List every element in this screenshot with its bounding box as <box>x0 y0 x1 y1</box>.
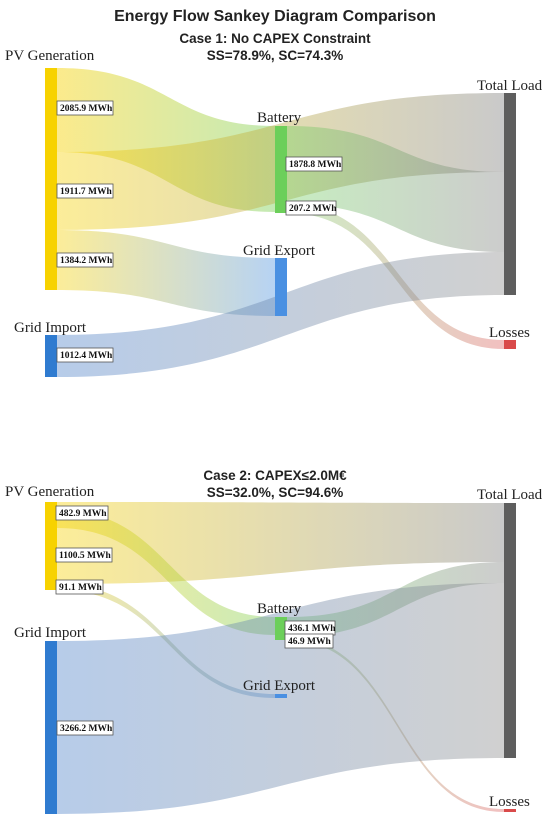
case2-value-grid-to-load: 3266.2 MWh <box>60 724 113 734</box>
case1-value-box <box>285 156 343 172</box>
case1-label-total-load: Total Load <box>477 78 543 94</box>
case2-node-pv <box>45 502 57 590</box>
case2-label-battery: Battery <box>257 601 302 617</box>
case1-value-pv-to-battery: 2085.9 MWh <box>60 104 113 114</box>
case2-subtitle: SS=32.0%, SC=94.6% <box>207 485 344 500</box>
case2-sankey: Case 2: CAPEX≤2.0M€ SS=32.0%, SC=94.6% P… <box>5 468 543 814</box>
case2-value-pv-to-load: 1100.5 MWh <box>59 551 111 561</box>
case1-sankey: Case 1: No CAPEX Constraint SS=78.9%, SC… <box>5 31 543 377</box>
case2-node-grid-import <box>45 641 57 814</box>
case1-value-battery-to-losses: 207.2 MWh <box>289 204 337 214</box>
case1-node-total-load <box>504 93 516 295</box>
case1-label-losses: Losses <box>489 325 530 341</box>
case2-node-losses <box>504 809 516 812</box>
case2-value-box <box>56 720 114 736</box>
case1-value-grid-to-load: 1012.4 MWh <box>60 351 113 361</box>
case2-value-battery-to-load: 436.1 MWh <box>288 624 336 634</box>
case2-node-grid-export <box>275 694 287 698</box>
case2-label-pv: PV Generation <box>5 484 95 500</box>
case2-value-pv-to-battery: 482.9 MWh <box>59 509 107 519</box>
case1-value-box <box>56 347 114 363</box>
case2-node-total-load <box>504 503 516 758</box>
case2-label-total-load: Total Load <box>477 487 543 503</box>
case2-label-grid-export: Grid Export <box>243 678 316 694</box>
case1-node-losses <box>504 340 516 349</box>
case2-link-pv-to-load <box>57 502 504 584</box>
case1-label-pv: PV Generation <box>5 48 95 64</box>
case1-value-battery-to-load: 1878.8 MWh <box>289 160 342 170</box>
case1-title: Case 1: No CAPEX Constraint <box>179 31 371 46</box>
case2-value-box <box>284 633 334 649</box>
case1-value-box <box>56 252 114 268</box>
case1-value-box <box>285 200 337 216</box>
case1-subtitle: SS=78.9%, SC=74.3% <box>207 48 344 63</box>
case2-value-box <box>55 505 109 521</box>
case1-value-pv-to-export: 1384.2 MWh <box>60 256 113 266</box>
case2-value-battery-to-losses: 46.9 MWh <box>288 637 331 647</box>
figure-title: Energy Flow Sankey Diagram Comparison <box>114 8 436 25</box>
case2-value-pv-to-export: 91.1 MWh <box>59 583 102 593</box>
case1-node-grid-export <box>275 258 287 316</box>
case2-value-box <box>55 579 104 595</box>
case1-node-battery <box>275 126 287 213</box>
case1-node-pv <box>45 68 57 290</box>
case2-title: Case 2: CAPEX≤2.0M€ <box>203 468 347 483</box>
case2-link-grid-to-load <box>57 583 504 814</box>
case1-value-box <box>56 183 114 199</box>
case1-value-pv-to-load: 1911.7 MWh <box>60 187 112 197</box>
case2-node-battery <box>275 617 287 640</box>
case2-label-grid-import: Grid Import <box>14 625 87 641</box>
case1-label-battery: Battery <box>257 110 302 126</box>
case1-node-grid-import <box>45 335 57 377</box>
case1-label-grid-import: Grid Import <box>14 320 87 336</box>
case2-value-box <box>55 547 113 563</box>
case1-value-box <box>56 100 114 116</box>
case1-label-grid-export: Grid Export <box>243 243 316 259</box>
case2-link-pv-to-battery <box>57 510 275 635</box>
case1-link-pv-to-export <box>57 230 275 316</box>
case2-label-losses: Losses <box>489 794 530 810</box>
